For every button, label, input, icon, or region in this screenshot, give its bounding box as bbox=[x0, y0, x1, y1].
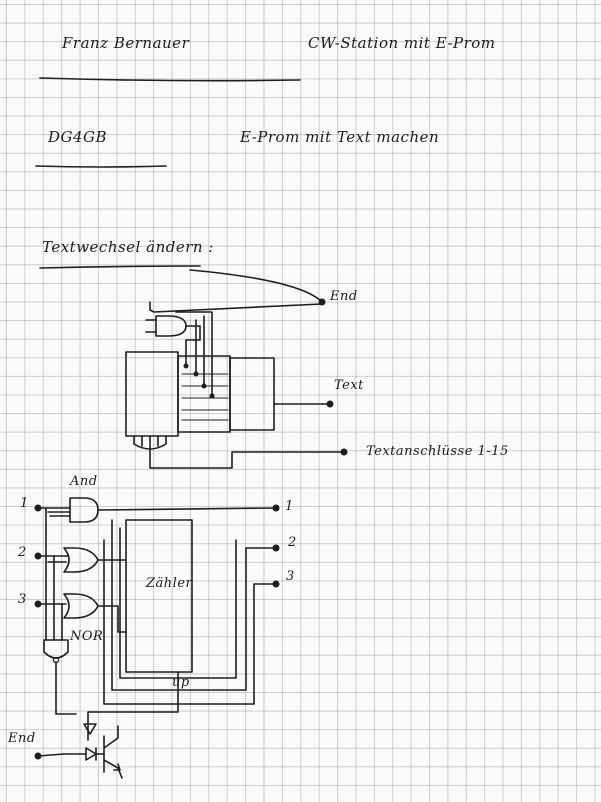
output-3-label: 3 bbox=[286, 569, 295, 584]
upper-end-label: End bbox=[330, 289, 358, 304]
author-name: Franz Bernauer bbox=[62, 34, 190, 52]
author-underline bbox=[39, 77, 301, 82]
or-gate-3 bbox=[63, 593, 99, 619]
output-2-terminal bbox=[272, 544, 280, 552]
and-gate-label: And bbox=[70, 474, 98, 489]
or-gate-2 bbox=[63, 547, 99, 573]
document-subject: CW-Station mit E-Prom bbox=[308, 34, 496, 52]
input-3-label: 3 bbox=[18, 592, 27, 607]
nor-gate-label: NOR bbox=[70, 629, 104, 644]
data-block bbox=[229, 357, 275, 431]
document-topic: E-Prom mit Text machen bbox=[240, 128, 440, 146]
end-wire-upper bbox=[149, 269, 323, 313]
and-gate bbox=[69, 497, 99, 523]
address-terminal bbox=[340, 448, 348, 456]
address-wire bbox=[149, 447, 345, 469]
upper-address-label: Textanschlüsse 1-15 bbox=[366, 444, 509, 459]
diode bbox=[63, 747, 97, 761]
output-2-label: 2 bbox=[288, 535, 297, 550]
counter-label: Zähler bbox=[146, 576, 193, 591]
output-1-terminal bbox=[272, 504, 280, 512]
lower-end-label: End bbox=[8, 731, 36, 746]
callsign: DG4GB bbox=[48, 128, 108, 146]
output-1-label: 1 bbox=[285, 499, 294, 514]
eprom-chip bbox=[125, 351, 179, 437]
nor-gate bbox=[43, 639, 69, 659]
input-2-label: 2 bbox=[18, 545, 27, 560]
text-terminal bbox=[326, 400, 334, 408]
section-title-underline bbox=[39, 265, 201, 269]
section-title: Textwechsel ändern : bbox=[42, 238, 214, 256]
input-1-label: 1 bbox=[20, 496, 29, 511]
upper-text-label: Text bbox=[334, 378, 364, 393]
upper-and-gate bbox=[155, 315, 187, 337]
output-3-terminal bbox=[272, 580, 280, 588]
callsign-underline bbox=[35, 165, 167, 168]
end-terminal-upper bbox=[318, 298, 326, 306]
counter-chip bbox=[125, 519, 193, 673]
